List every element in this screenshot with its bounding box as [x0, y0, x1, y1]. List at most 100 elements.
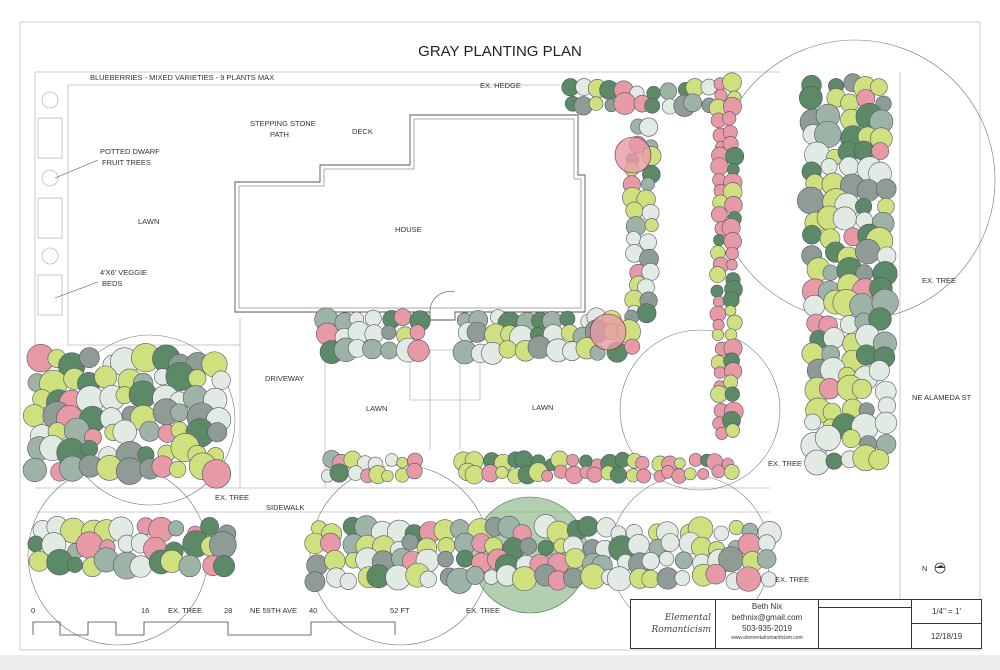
label-potted-trees: POTTED DWARF	[100, 147, 160, 156]
logo-text: Romanticism	[651, 625, 711, 635]
plant-symbol	[644, 218, 659, 233]
plant-symbol	[726, 259, 738, 271]
plant-symbol	[803, 294, 826, 317]
existing-tree-canopy	[619, 329, 781, 491]
plant-symbol	[635, 456, 650, 471]
plant-symbol	[207, 422, 228, 443]
drawing-scale: 1/4" = 1'	[912, 600, 981, 624]
plant-symbol	[798, 86, 823, 110]
plant-symbol	[725, 146, 745, 166]
label-ex-tree: EX. TREE	[768, 459, 802, 468]
plan-title: GRAY PLANTING PLAN	[418, 43, 582, 60]
plant-symbol	[577, 516, 599, 537]
designer-contact: Beth Nix bethnix@gmail.com 503-935-2019 …	[716, 600, 819, 648]
label-ex-tree: EX. TREE	[922, 276, 956, 285]
label-driveway: DRIVEWAY	[265, 374, 304, 383]
plant-symbol	[724, 328, 738, 341]
plant-symbol	[722, 111, 737, 126]
plant-symbol	[713, 234, 726, 246]
scale-tick: 0	[31, 606, 35, 615]
scale-bar: 0 16 28 40 52 FT	[31, 606, 410, 636]
plant-symbol	[28, 550, 50, 572]
plant-symbol	[566, 453, 580, 467]
label-ex-tree: EX. TREE	[775, 575, 809, 584]
plant-symbol	[211, 370, 231, 390]
client-box	[819, 600, 912, 648]
plant-symbol	[851, 378, 872, 399]
label-veggie-beds-2: BEDS	[102, 279, 122, 288]
plant-symbol	[815, 425, 842, 452]
plant-symbol	[711, 464, 726, 479]
plant-symbol	[27, 535, 45, 553]
plant-symbol	[511, 566, 537, 592]
scale-tick: 40	[309, 606, 317, 615]
label-sidewalk: SIDEWALK	[266, 503, 304, 512]
plant-symbol	[722, 72, 742, 92]
plant-symbol	[606, 566, 632, 592]
plant-symbol	[674, 551, 693, 570]
house-outline	[234, 114, 586, 321]
plant-symbol	[168, 520, 185, 537]
plant-symbol	[639, 117, 659, 137]
scale-tick: 28	[224, 606, 232, 615]
plant-symbol	[804, 413, 822, 431]
plant-symbol	[437, 550, 454, 568]
plant-symbol	[559, 310, 576, 327]
label-lawn-right: LAWN	[532, 403, 553, 412]
plant-symbol	[709, 266, 726, 283]
plant-symbol	[761, 571, 777, 588]
plant-symbol	[820, 158, 838, 175]
plant-symbol	[868, 307, 892, 331]
plant-symbol	[362, 338, 383, 360]
label-ex-hedge: EX. HEDGE	[480, 81, 521, 90]
plant-symbol	[304, 571, 326, 593]
label-deck: DECK	[352, 127, 373, 136]
plant-symbol	[401, 533, 419, 551]
plant-symbols	[22, 72, 899, 594]
plant-symbol	[537, 539, 554, 557]
plant-symbol	[757, 549, 777, 569]
plant-symbol	[329, 463, 349, 483]
plant-symbol	[641, 552, 660, 570]
north-arrow-label: N	[922, 564, 927, 573]
plant-symbol	[711, 206, 728, 223]
label-house: HOUSE	[395, 225, 422, 234]
plant-symbol	[406, 463, 423, 480]
plant-symbol	[22, 404, 46, 428]
label-stepping-stone: STEPPING STONE	[250, 119, 316, 128]
plant-symbol	[498, 340, 517, 359]
label-lawn: LAWN	[138, 217, 159, 226]
plant-symbol	[802, 225, 822, 245]
plant-symbol	[713, 366, 727, 379]
plant-symbol	[178, 554, 201, 578]
label-ex-tree: EX. TREE	[466, 606, 500, 615]
plant-symbol	[213, 555, 235, 578]
label-ex-tree: EX. TREE	[215, 493, 249, 502]
plant-symbol	[624, 338, 641, 355]
plant-symbol	[710, 157, 729, 176]
plant-symbol	[683, 467, 697, 481]
logo: Elemental Romanticism	[631, 600, 716, 648]
plant-symbol	[94, 365, 118, 389]
plant-symbol	[563, 567, 584, 589]
plant-symbol	[724, 386, 740, 402]
plant-symbol	[614, 136, 652, 174]
plant-symbol	[659, 82, 678, 100]
plant-symbol	[868, 449, 890, 471]
plant-symbol	[79, 347, 100, 368]
plant-symbol	[823, 327, 845, 349]
label-lawn-mid: LAWN	[366, 404, 387, 413]
label-ex-tree: EX. TREE	[168, 606, 202, 615]
plant-symbol	[839, 156, 859, 177]
title-block: Elemental Romanticism Beth Nix bethnix@g…	[630, 599, 982, 649]
plant-symbol	[589, 313, 627, 351]
logo-text: Elemental	[664, 613, 711, 623]
plant-symbol	[711, 328, 724, 341]
plant-symbol	[116, 457, 144, 485]
plant-symbol	[320, 532, 341, 554]
plant-symbol	[874, 411, 898, 435]
plant-symbol	[674, 570, 691, 586]
plant-symbol	[393, 308, 412, 326]
label-street-alameda: NE ALAMEDA ST	[912, 393, 972, 402]
plant-symbol	[564, 547, 586, 569]
